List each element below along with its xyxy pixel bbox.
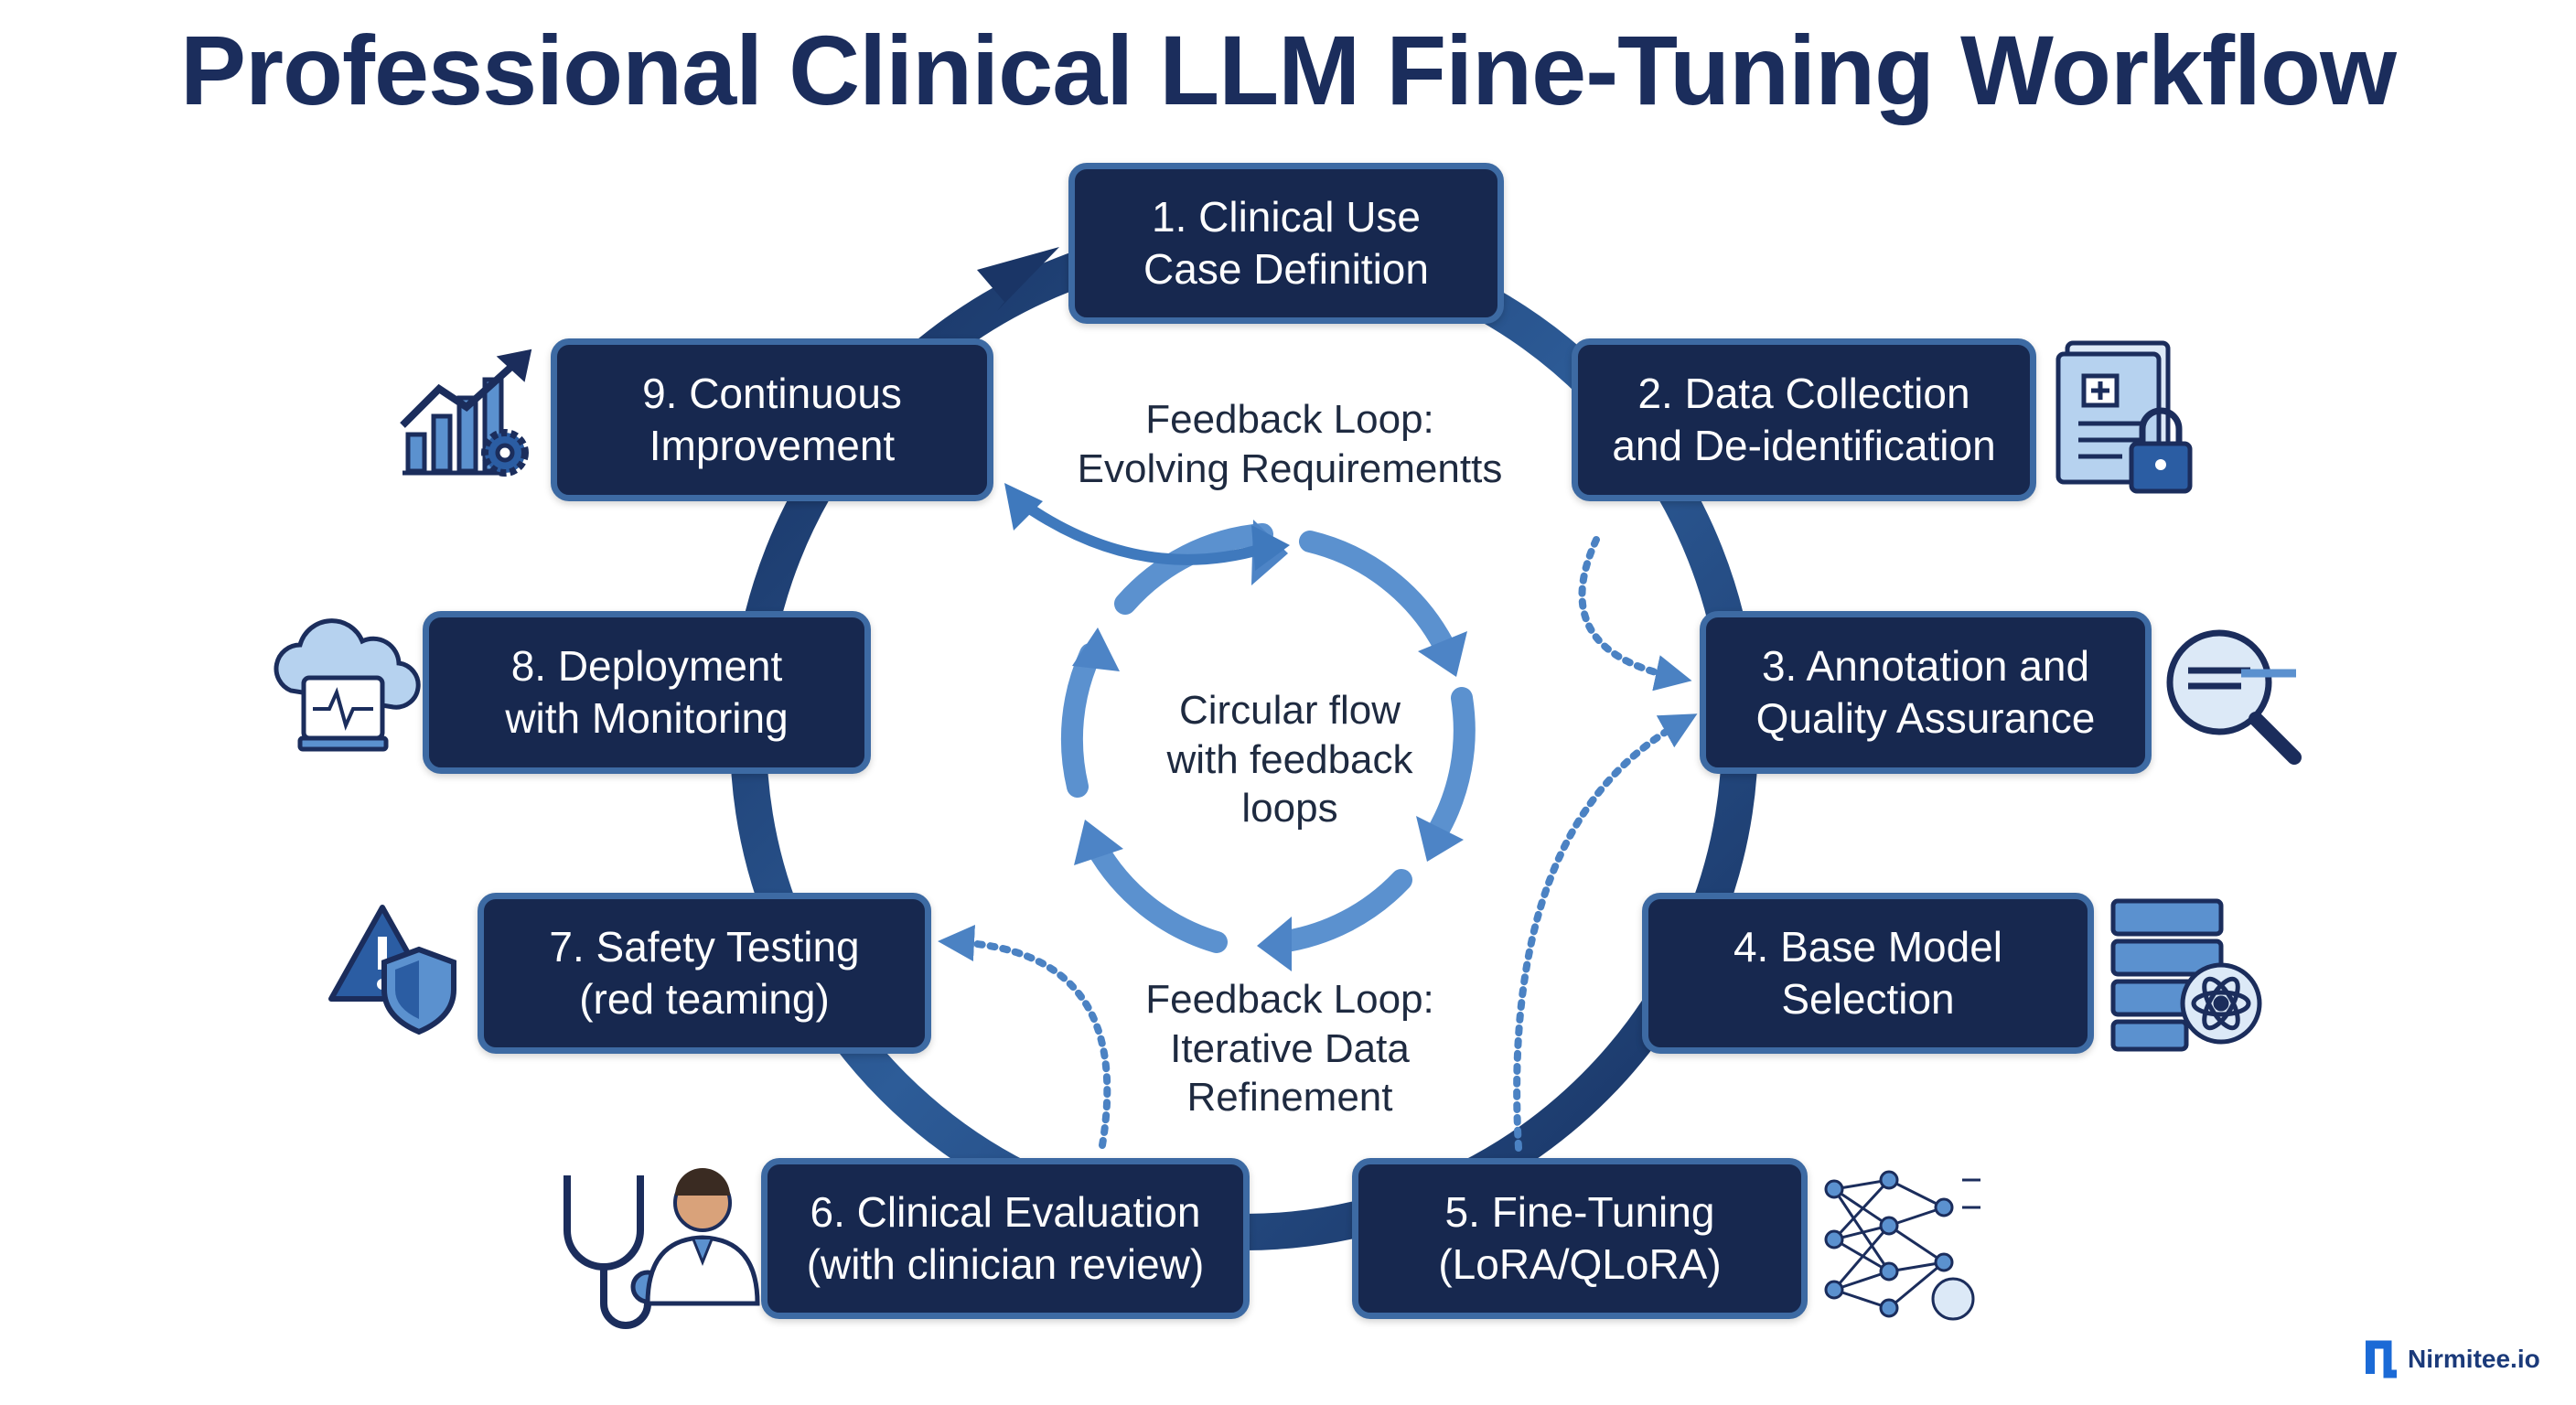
stage-3-box: 3. Annotation and Quality Assurance <box>1700 611 2152 774</box>
stage-8-box: 8. Deployment with Monitoring <box>423 611 871 774</box>
stage-label-line: (with clinician review) <box>806 1240 1205 1288</box>
stage-label-line: Quality Assurance <box>1755 694 2096 742</box>
stethoscope-doctor-icon <box>564 1168 760 1329</box>
stage-7-box: 7. Safety Testing (red teaming) <box>478 893 931 1054</box>
stage-label-line: with Monitoring <box>505 694 789 742</box>
stage-label-line: 6. Clinical Evaluation <box>810 1187 1201 1236</box>
growth-chart-gear-icon <box>400 349 532 477</box>
stage-4-box: 4. Base Model Selection <box>1642 893 2094 1054</box>
magnifier-icon <box>2166 629 2302 765</box>
note-line: Feedback Loop: <box>1145 397 1434 442</box>
feedback-loop-top-label: Feedback Loop: Evolving Requirementts <box>1034 395 1546 493</box>
stage-6-box: 6. Clinical Evaluation (with clinician r… <box>761 1158 1250 1319</box>
stage-label-line: 2. Data Collection <box>1637 369 1970 417</box>
stage-label-line: Selection <box>1781 975 1955 1023</box>
stage-label-line: 7. Safety Testing <box>549 922 860 971</box>
brand[interactable]: Nirmitee.io <box>2362 1345 2540 1374</box>
feedback-loop-bottom-label: Feedback Loop: Iterative Data Refinement <box>1079 975 1500 1122</box>
stage-label-line: 9. Continuous <box>642 369 902 417</box>
stage-2-box: 2. Data Collection and De-identification <box>1572 338 2036 501</box>
dotted-feedback-arrows <box>938 536 1698 1152</box>
center-label: Circular flow with feedback loops <box>1079 686 1500 833</box>
stage-label-line: Case Definition <box>1143 245 1429 293</box>
neural-network-icon <box>1824 1170 1980 1321</box>
stage-label-line: 3. Annotation and <box>1761 641 2090 690</box>
stage-label-line: 5. Fine-Tuning <box>1444 1187 1715 1236</box>
note-line: Iterative Data <box>1170 1025 1410 1071</box>
stage-label-line: (red teaming) <box>579 975 830 1023</box>
server-atom-icon <box>2110 898 2262 1052</box>
note-line: Refinement <box>1186 1075 1393 1121</box>
stage-label-line: (LoRA/QLoRA) <box>1438 1240 1722 1288</box>
stage-5-box: 5. Fine-Tuning (LoRA/QLoRA) <box>1352 1158 1808 1319</box>
note-line: with feedback <box>1166 736 1413 782</box>
warning-shield-icon <box>328 905 456 1035</box>
note-line: Evolving Requirementts <box>1077 445 1503 491</box>
brand-logo-spacer <box>2362 1345 2399 1374</box>
brand-logo-icon <box>2366 1340 2397 1378</box>
stage-label-line: 8. Deployment <box>510 641 783 690</box>
stage-1-box: 1. Clinical Use Case Definition <box>1068 163 1504 324</box>
stage-label-line: Improvement <box>649 422 896 469</box>
ring-arrowhead <box>977 247 1059 311</box>
stage-9-box: 9. Continuous Improvement <box>551 338 993 501</box>
stage-label-line: and De-identification <box>1612 422 1996 469</box>
brand-name: Nirmitee.io <box>2408 1345 2540 1373</box>
document-lock-icon <box>2055 340 2193 494</box>
stage-label-line: 4. Base Model <box>1733 922 2003 971</box>
feedback-arrow-top <box>1010 493 1268 565</box>
note-line: loops <box>1241 786 1338 831</box>
cloud-monitor-icon <box>274 618 421 752</box>
note-line: Feedback Loop: <box>1145 977 1434 1022</box>
note-line: Circular flow <box>1178 688 1401 733</box>
stage-label-line: 1. Clinical Use <box>1152 192 1421 241</box>
page-title: Professional Clinical LLM Fine-Tuning Wo… <box>179 15 2397 125</box>
